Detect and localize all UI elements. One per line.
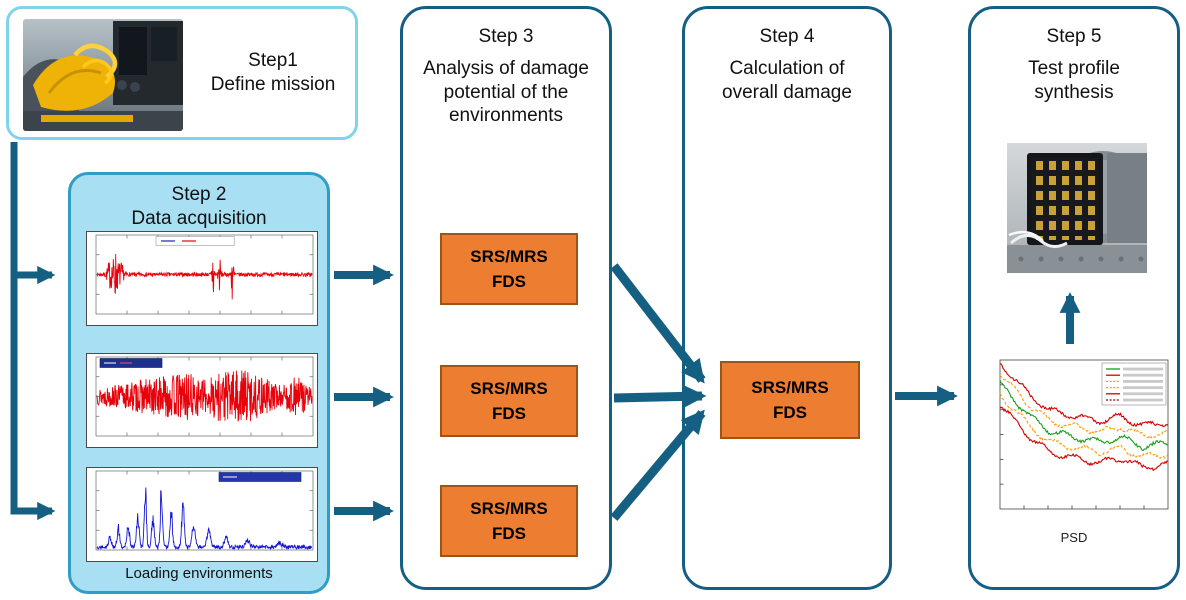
srs-box-1-line2: FDS <box>492 272 526 291</box>
time-history-chart-2 <box>95 356 314 437</box>
step1-panel: Step1 Define mission <box>6 6 358 140</box>
loading-environments-caption: Loading environments <box>125 565 273 582</box>
srs-mrs-fds-overall-box: SRS/MRS FDS <box>720 361 860 439</box>
srs-mrs-fds-box-2: SRS/MRS FDS <box>440 365 578 437</box>
mission-photo <box>23 19 183 131</box>
step5-subtitle: Test profile synthesis <box>1028 57 1120 103</box>
step3-subtitle: Analysis of damage potential of the envi… <box>423 57 589 127</box>
step1-subtitle: Define mission <box>210 73 336 95</box>
step3-title: Step 3 <box>478 26 534 47</box>
srs-box-3-line2: FDS <box>492 524 526 543</box>
srs-box-2-line1: SRS/MRS <box>470 378 548 398</box>
psd-chart <box>999 359 1169 510</box>
step5-title: Step 5 <box>1046 26 1102 47</box>
arrow-step1-to-plot3 <box>10 275 56 521</box>
step4-title: Step 4 <box>759 26 815 47</box>
srs-mrs-fds-box-3: SRS/MRS FDS <box>440 485 578 557</box>
step2-title: Step 2 <box>171 184 227 205</box>
srs-mrs-fds-box-1: SRS/MRS FDS <box>440 233 578 305</box>
srs-box-2-line2: FDS <box>492 404 526 423</box>
spectrum-chart-3 <box>95 470 314 551</box>
psd-plot <box>980 355 1174 525</box>
time-history-plot-2 <box>86 353 318 448</box>
srs-box-1-line1: SRS/MRS <box>470 246 548 266</box>
time-history-plot-1 <box>86 231 318 326</box>
step4-panel: Step 4 Calculation of overall damage SRS… <box>682 6 892 590</box>
mission-photo-graphic <box>23 19 183 131</box>
srs-box-3-line1: SRS/MRS <box>470 498 548 518</box>
psd-caption: PSD <box>1060 530 1088 545</box>
arrow-step1-to-plot1 <box>10 142 56 285</box>
time-history-chart-1 <box>95 234 314 315</box>
step1-text: Step1 Define mission <box>192 49 354 97</box>
step2-panel: Step 2 Data acquisition Loading environm… <box>68 172 330 594</box>
step1-title: Step1 <box>248 50 298 71</box>
test-setup-photo-graphic <box>1007 143 1147 273</box>
step4-subtitle: Calculation of overall damage <box>722 57 852 103</box>
overall-box-line2: FDS <box>773 403 807 422</box>
overall-box-line1: SRS/MRS <box>751 377 829 397</box>
step5-panel: Step 5 Test profile synthesis <box>968 6 1180 590</box>
step3-panel: Step 3 Analysis of damage potential of t… <box>400 6 612 590</box>
spectrum-plot-3 <box>86 467 318 562</box>
test-setup-photo <box>1007 143 1147 273</box>
step2-subtitle: Data acquisition <box>131 207 267 229</box>
